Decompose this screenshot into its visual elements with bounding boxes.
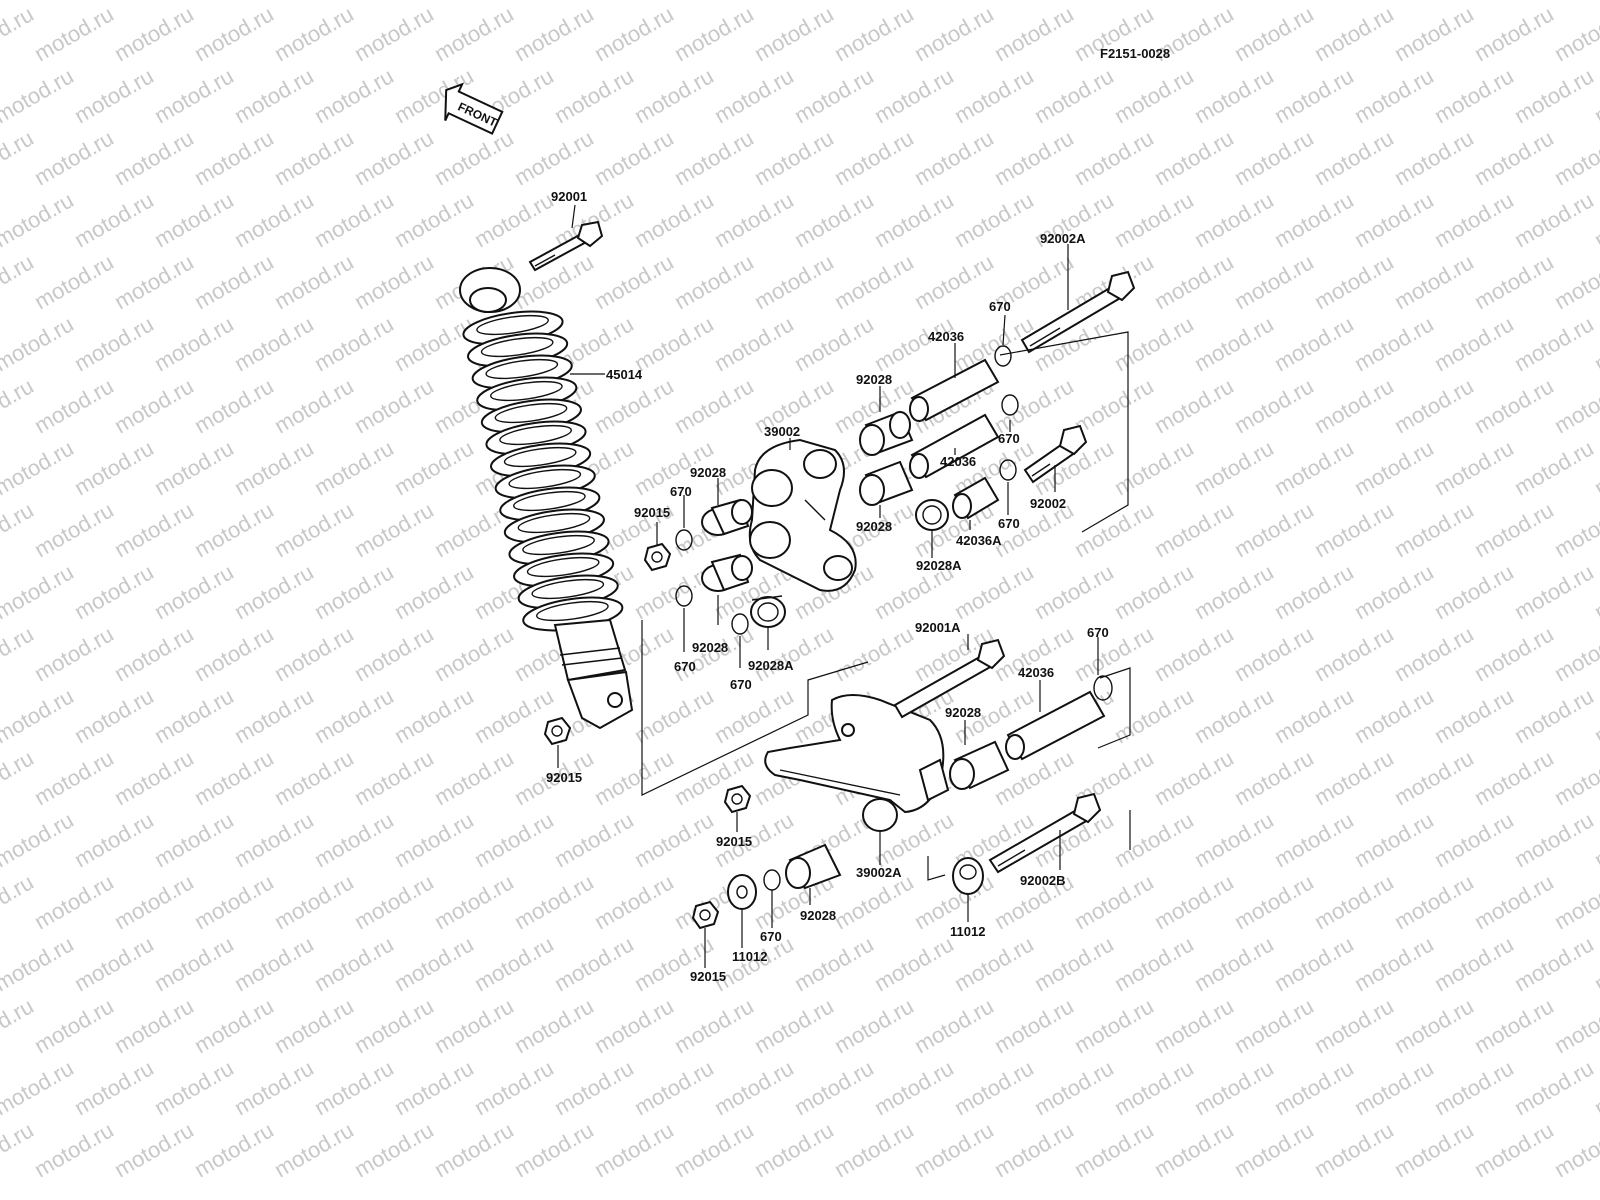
spring-coil-inner bbox=[490, 380, 563, 402]
label-670: 670 bbox=[730, 677, 752, 692]
spring-coil-inner bbox=[476, 314, 549, 336]
label-670: 670 bbox=[674, 659, 696, 674]
label-92028A: 92028A bbox=[748, 658, 794, 673]
bracket-line-upper-right bbox=[999, 331, 1129, 533]
label-45014: 45014 bbox=[606, 367, 643, 382]
spring-coil-inner bbox=[522, 534, 595, 556]
collar-92028a-lower bbox=[750, 595, 786, 628]
label-42036: 42036 bbox=[1018, 665, 1054, 680]
spring-coil-inner bbox=[508, 468, 582, 490]
label-92015: 92015 bbox=[716, 834, 752, 849]
label-92028: 92028 bbox=[690, 465, 726, 480]
spring-coil-inner bbox=[499, 424, 572, 446]
label-11012: 11012 bbox=[732, 949, 767, 964]
label-42036: 42036 bbox=[928, 329, 964, 344]
spring-coils bbox=[462, 310, 624, 632]
front-arrow-icon: FRONT bbox=[444, 82, 504, 135]
label-92015: 92015 bbox=[546, 770, 582, 785]
collar-92028-upper-left bbox=[701, 498, 753, 536]
spring-coil-inner bbox=[480, 336, 554, 358]
label-11012: 11012 bbox=[950, 924, 985, 939]
label-92002A: 92002A bbox=[1040, 231, 1086, 246]
spring-coil-inner bbox=[526, 556, 600, 578]
spring-coil-inner bbox=[531, 578, 605, 600]
label-670: 670 bbox=[760, 929, 782, 944]
nut-92015-mid bbox=[723, 784, 752, 814]
bracket-line-lower-right bbox=[1097, 667, 1131, 749]
link-39002a bbox=[764, 694, 950, 832]
bolt-92001a bbox=[893, 638, 1006, 719]
label-92001: 92001 bbox=[551, 189, 587, 204]
washer-11012-left bbox=[727, 874, 757, 910]
oring-670-d bbox=[994, 345, 1012, 367]
nut-92015-shock bbox=[543, 716, 572, 746]
oring-670-a bbox=[675, 529, 693, 551]
collar-92028-bottom bbox=[785, 843, 842, 890]
label-92002B: 92002B bbox=[1020, 873, 1066, 888]
spring-coil-inner bbox=[485, 358, 559, 380]
label-92015: 92015 bbox=[634, 505, 670, 520]
collar-92028-upper-right bbox=[859, 410, 914, 456]
washer-11012-right bbox=[952, 857, 984, 895]
label-92028: 92028 bbox=[692, 640, 728, 655]
bracket-line-lower-left bbox=[641, 620, 869, 796]
label-92002: 92002 bbox=[1030, 496, 1066, 511]
label-92028: 92028 bbox=[856, 372, 892, 387]
label-39002A: 39002A bbox=[856, 865, 902, 880]
oring-670-f bbox=[999, 459, 1017, 481]
bolt-92002 bbox=[1023, 424, 1088, 484]
label-670: 670 bbox=[989, 299, 1011, 314]
label-670: 670 bbox=[998, 516, 1020, 531]
label-92015: 92015 bbox=[690, 969, 726, 984]
spring-coil-inner bbox=[494, 402, 568, 424]
spring-coil-inner bbox=[503, 446, 577, 468]
label-92001A: 92001A bbox=[915, 620, 961, 635]
rocker-arm-39002 bbox=[748, 438, 857, 592]
label-670: 670 bbox=[670, 484, 692, 499]
sleeve-42036a bbox=[952, 476, 1000, 520]
shock-absorber-45014 bbox=[459, 267, 634, 730]
oring-670-h bbox=[763, 869, 781, 891]
collar-92028a-upper bbox=[915, 499, 949, 531]
collar-92028-lower-right bbox=[859, 460, 914, 506]
bolt-92002b bbox=[988, 792, 1102, 874]
oring-670-e bbox=[1001, 394, 1019, 416]
spring-coil-inner bbox=[536, 600, 609, 622]
diagram-ref-code: F2151-0028 bbox=[1100, 46, 1170, 61]
label-92028: 92028 bbox=[945, 705, 981, 720]
bolt-92001 bbox=[528, 220, 604, 272]
bolt-92002a bbox=[1020, 270, 1136, 354]
label-92028: 92028 bbox=[800, 908, 836, 923]
oring-670-b bbox=[675, 585, 693, 607]
collar-92028-lower-left bbox=[701, 553, 753, 592]
label-92028: 92028 bbox=[856, 519, 892, 534]
oring-670-c bbox=[731, 613, 749, 635]
label-670: 670 bbox=[1087, 625, 1109, 640]
bracket-line-bottom bbox=[927, 856, 946, 881]
collar-92028-link bbox=[949, 740, 1010, 790]
label-39002: 39002 bbox=[764, 424, 800, 439]
spring-coil-inner bbox=[517, 512, 591, 534]
label-670: 670 bbox=[998, 431, 1020, 446]
label-42036: 42036 bbox=[940, 454, 976, 469]
nut-92015-rocker bbox=[643, 542, 672, 572]
label-92028A: 92028A bbox=[916, 558, 962, 573]
spring-coil-inner bbox=[513, 490, 586, 512]
label-42036A: 42036A bbox=[956, 533, 1002, 548]
part-labels: 92001 45014 92015 92015 92015 92015 670 … bbox=[546, 189, 1109, 984]
leader-lines bbox=[557, 204, 1099, 968]
sleeve-42036-lower bbox=[1005, 690, 1106, 761]
sleeve-42036-upper bbox=[909, 358, 1000, 422]
nut-92015-bottom bbox=[691, 900, 720, 930]
sleeve-42036-middle bbox=[909, 413, 1000, 479]
oring-670-g bbox=[1093, 675, 1113, 701]
